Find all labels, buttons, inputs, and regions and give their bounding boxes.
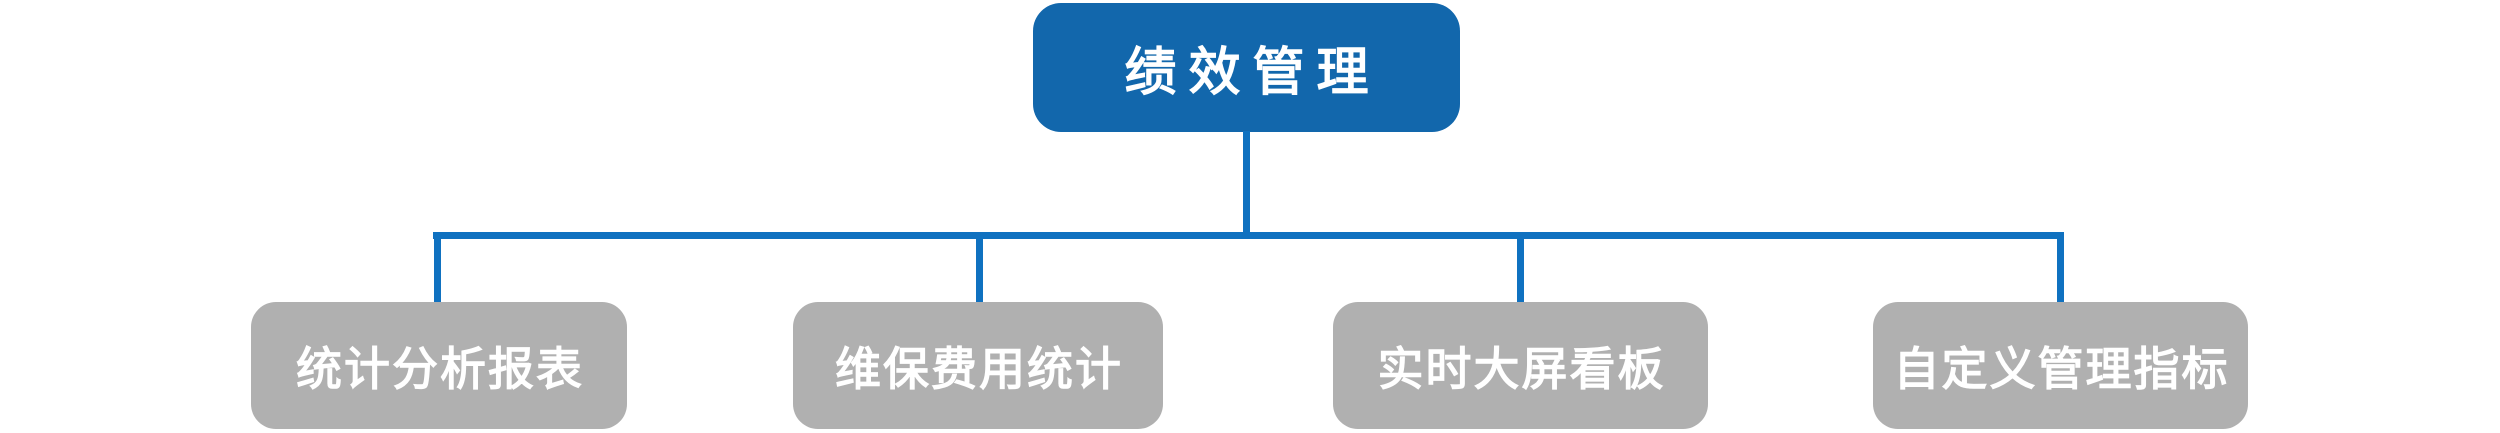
connector-drop-4: [2057, 232, 2064, 302]
child-node-custom-management-indicators: 自定义管理指标: [1873, 302, 2248, 429]
connector-horizontal-bar: [433, 232, 2064, 239]
child-node-realtime-dashboard: 实时大屏看板: [1333, 302, 1708, 429]
child-node-statistical-analysis-reports: 统计分析报表: [251, 302, 627, 429]
child-node-label: 统计分析报表: [296, 342, 584, 395]
connector-root-stem: [1243, 131, 1250, 236]
root-node-label: 绩效管理: [1124, 44, 1381, 102]
child-node-label: 实时大屏看板: [1377, 342, 1666, 395]
child-node-label: 维保费用统计: [835, 342, 1123, 395]
connector-drop-3: [1517, 232, 1524, 302]
connector-drop-1: [434, 232, 441, 302]
child-node-label: 自定义管理指标: [1893, 342, 2230, 395]
root-node-performance-management: 绩效管理: [1033, 3, 1460, 132]
child-node-maintenance-cost-statistics: 维保费用统计: [793, 302, 1163, 429]
connector-drop-2: [976, 232, 983, 302]
